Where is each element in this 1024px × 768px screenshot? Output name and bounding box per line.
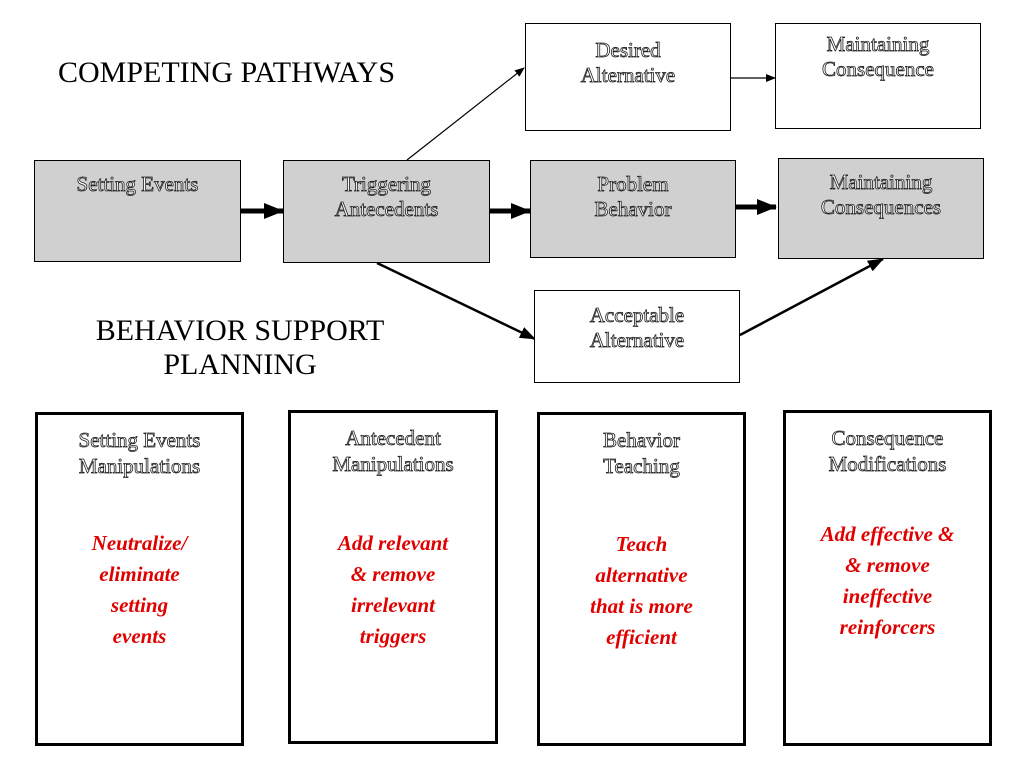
panel-title-line1: Setting Events <box>78 428 201 453</box>
panel-body-line2: eliminate <box>99 562 180 586</box>
arrow-triggering-to-desired <box>406 67 525 161</box>
triggering-antecedents-line1: Triggering <box>341 172 432 197</box>
panel-title: Behavior Teaching <box>540 427 743 479</box>
panel-body-line3: ineffective <box>842 584 933 608</box>
panel-title-line1: Consequence <box>831 426 944 451</box>
panel-title: Setting Events Manipulations <box>38 427 241 479</box>
desired-alternative-box: Desired Alternative <box>525 23 731 131</box>
panel-body: Teach alternative that is more efficient <box>540 529 743 653</box>
maintaining-consequence-line1: Maintaining <box>826 32 930 57</box>
consequence-modifications-panel: Consequence Modifications Add effective … <box>783 410 992 746</box>
desired-alternative-line2: Alternative <box>580 63 676 88</box>
problem-behavior-box: Problem Behavior <box>530 160 736 258</box>
panel-body-line4: events <box>112 624 167 648</box>
competing-pathways-heading: COMPETING PATHWAYS <box>58 56 396 89</box>
setting-events-manipulations-panel: Setting Events Manipulations Neutralize/… <box>35 412 244 746</box>
panel-body-line1: Teach <box>615 532 668 556</box>
panel-body-line2: alternative <box>595 563 688 587</box>
desired-alternative-line1: Desired <box>595 38 661 63</box>
maintaining-consequences-line2: Consequences <box>820 195 942 220</box>
panel-body: Neutralize/ eliminate setting events <box>38 528 241 652</box>
panel-body-line2: & remove <box>350 562 436 586</box>
behavior-support-planning-heading: BEHAVIOR SUPPORT PLANNING <box>72 314 408 382</box>
setting-events-label: Setting Events <box>76 172 199 197</box>
problem-behavior-line2: Behavior <box>594 197 672 222</box>
panel-body-line2: & remove <box>845 553 930 577</box>
panel-body-line4: efficient <box>606 625 677 649</box>
panel-title-line1: Antecedent <box>345 426 441 451</box>
problem-behavior-line1: Problem <box>597 172 669 197</box>
panel-body-line1: Add effective & <box>820 522 955 546</box>
arrow-triggering-to-acceptable <box>376 261 536 341</box>
panel-title-line2: Modifications <box>828 452 947 477</box>
maintaining-consequence-box: Maintaining Consequence <box>775 23 981 129</box>
panel-title-line2: Manipulations <box>78 454 201 479</box>
planning-heading-line1: BEHAVIOR SUPPORT <box>95 314 385 347</box>
maintaining-consequences-box: Maintaining Consequences <box>778 158 984 259</box>
maintaining-consequence-line2: Consequence <box>822 57 935 82</box>
panel-body-line4: reinforcers <box>839 615 936 639</box>
maintaining-consequences-line1: Maintaining <box>829 170 933 195</box>
arrow-acceptable-to-consequences <box>739 257 884 337</box>
panel-body: Add relevant & remove irrelevant trigger… <box>291 528 495 652</box>
panel-body-line4: triggers <box>359 624 427 648</box>
acceptable-alternative-box: Acceptable Alternative <box>534 290 740 383</box>
behavior-teaching-panel: Behavior Teaching Teach alternative that… <box>537 412 746 746</box>
triggering-antecedents-line2: Antecedents <box>334 197 439 222</box>
panel-title: Antecedent Manipulations <box>291 425 495 477</box>
panel-title-line2: Teaching <box>603 454 680 479</box>
panel-body-line3: that is more <box>590 594 693 618</box>
panel-body-line3: setting <box>110 593 169 617</box>
acceptable-alternative-line1: Acceptable <box>589 303 685 328</box>
panel-title: Consequence Modifications <box>786 425 989 477</box>
setting-events-box: Setting Events <box>34 160 241 262</box>
panel-body-line3: irrelevant <box>351 593 435 617</box>
panel-title-line2: Manipulations <box>332 452 454 477</box>
panel-body-line1: Neutralize/ <box>91 531 188 555</box>
antecedent-manipulations-panel: Antecedent Manipulations Add relevant & … <box>288 410 498 744</box>
triggering-antecedents-box: Triggering Antecedents <box>283 160 490 263</box>
acceptable-alternative-line2: Alternative <box>589 328 685 353</box>
planning-heading-line2: PLANNING <box>163 348 317 381</box>
panel-title-line1: Behavior <box>603 428 681 453</box>
panel-body-line1: Add relevant <box>337 531 449 555</box>
panel-body: Add effective & & remove ineffective rei… <box>786 519 989 643</box>
